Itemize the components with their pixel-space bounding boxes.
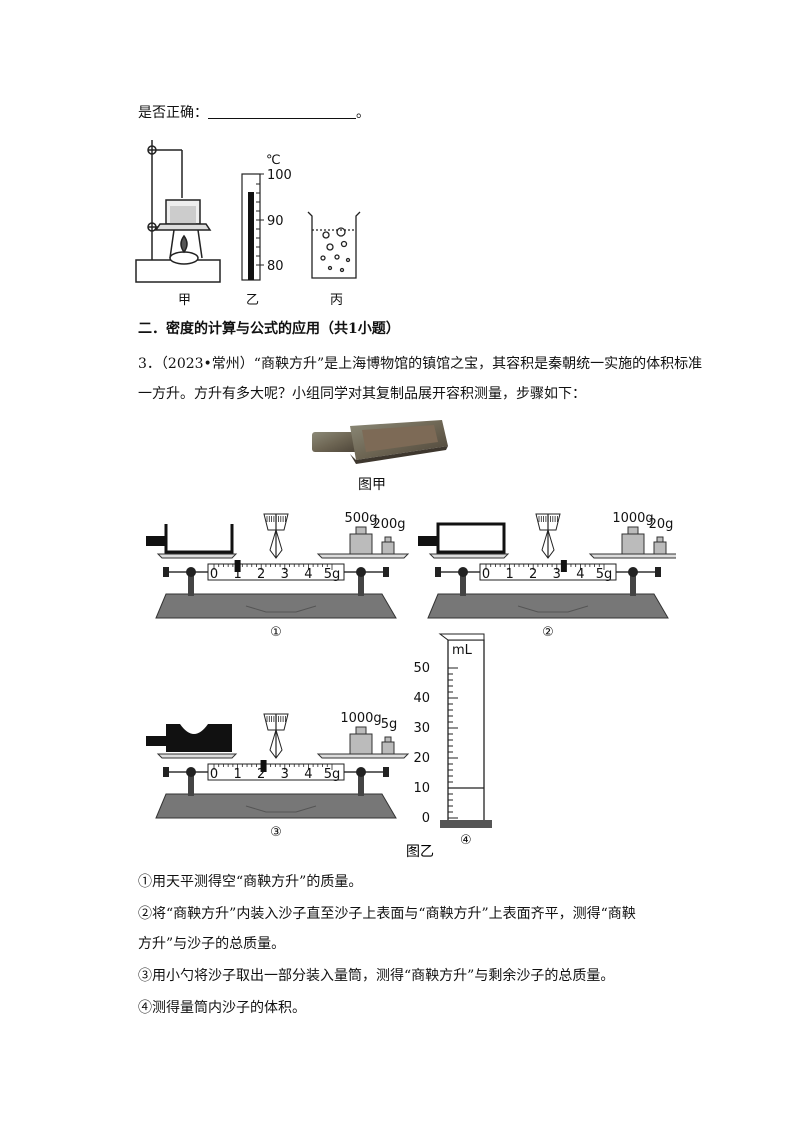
thermometer-drawing (241, 173, 264, 281)
figure-jia-caption: 图甲 (358, 477, 386, 493)
question-line-1: 3．（2023•常州）“商鞅方升”是上海博物馆的镇馆之宝，其容积是秦朝统一实施的… (138, 356, 703, 372)
scale-tick-0: 0 (482, 567, 490, 582)
weight-label-small: 5g (381, 717, 398, 732)
rider (260, 760, 267, 772)
rider (560, 560, 567, 572)
step-2b: 方升”与沙子的总质量。 (138, 936, 286, 952)
cylinder-tick-30: 30 (413, 721, 430, 736)
thermometer-tick-100: 100 (267, 168, 292, 183)
cylinder-tick-40: 40 (413, 691, 430, 706)
scale-tick-1: 1 (233, 767, 241, 782)
scale-tick-5: 5g (324, 767, 341, 782)
scale-tick-4: 4 (304, 567, 312, 582)
question-line-2: 一方升。方升有多大呢？小组同学对其复制品展开容积测量，步骤如下： (138, 386, 586, 402)
cylinder-unit: mL (452, 643, 473, 658)
thermometer-tick-90: 90 (267, 214, 284, 229)
answer-blank[interactable] (208, 102, 356, 119)
scale-tick-3: 3 (281, 767, 289, 782)
scale-tick-5: 5g (324, 567, 341, 582)
cylinder-tick-50: 50 (413, 661, 430, 676)
boiling-experiment-figure: 甲 ℃ 100 90 80 乙 丙 (135, 140, 361, 308)
balance-number: ③ (270, 825, 282, 840)
scale-tick-2: 2 (257, 567, 265, 582)
scale-tick-2: 2 (257, 767, 265, 782)
figure-yi-caption: 图乙 (406, 844, 434, 860)
scale-tick-0: 0 (210, 767, 218, 782)
cylinder-tick-0: 0 (422, 811, 430, 826)
weight-label-large: 1000g (612, 511, 653, 526)
scale-tick-2: 2 (529, 567, 537, 582)
cylinder-tick-10: 10 (413, 781, 430, 796)
weight-label-large: 1000g (340, 711, 381, 726)
section-heading: 二．密度的计算与公式的应用（共1小题） (138, 321, 400, 337)
step-3: ③用小勺将沙子取出一部分装入量筒，测得“商鞅方升”与剩余沙子的总质量。 (138, 968, 615, 984)
scale-tick-5: 5g (596, 567, 613, 582)
weight-label-small: 200g (372, 517, 405, 532)
weight-label-small: 20g (649, 517, 674, 532)
scale-tick-3: 3 (281, 567, 289, 582)
graduated-cylinder (438, 633, 492, 828)
rider (234, 560, 241, 572)
label-bing: 丙 (330, 293, 343, 308)
scale-tick-4: 4 (304, 767, 312, 782)
step-4: ④测得量筒内沙子的体积。 (138, 1000, 306, 1016)
beaker-drawing (307, 211, 361, 279)
step-2a: ②将“商鞅方升”内装入沙子直至沙子上表面与“商鞅方升”上表面齐平，测得“商鞅 (138, 906, 636, 922)
cylinder-label: ④ (460, 833, 472, 848)
weight-label-large: 500g (344, 511, 377, 526)
answer-line: 是否正确：。 (138, 98, 370, 128)
shang-yang-fangsheng-photo (312, 420, 448, 464)
scale-tick-0: 0 (210, 567, 218, 582)
thermometer-tick-80: 80 (267, 259, 284, 274)
balance-number: ① (270, 625, 282, 640)
scale-tick-3: 3 (553, 567, 561, 582)
scale-tick-1: 1 (505, 567, 513, 582)
thermometer-unit: ℃ (266, 153, 281, 168)
scale-tick-1: 1 (233, 567, 241, 582)
balance-number: ② (542, 625, 554, 640)
step-1: ①用天平测得空“商鞅方升”的质量。 (138, 874, 363, 890)
heating-apparatus-drawing (135, 140, 221, 283)
scale-tick-4: 4 (576, 567, 584, 582)
label-yi: 乙 (246, 293, 259, 308)
label-jia: 甲 (178, 293, 191, 308)
cylinder-tick-20: 20 (413, 751, 430, 766)
